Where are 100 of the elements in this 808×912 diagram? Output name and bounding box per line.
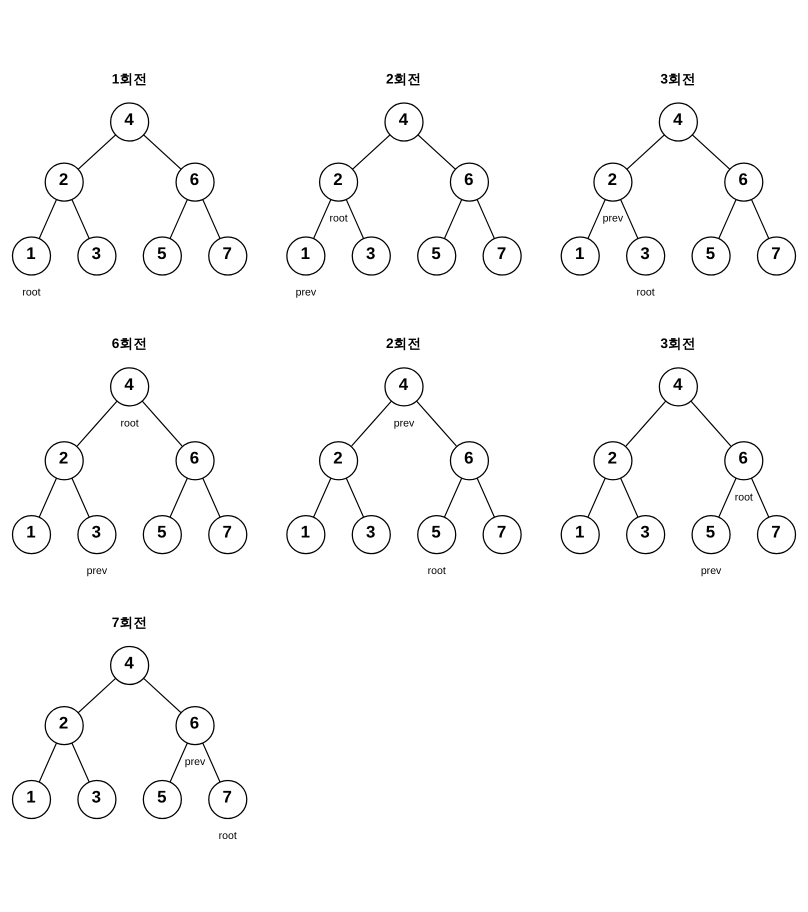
node-circle: 4 [384,366,424,406]
connector [170,478,188,517]
connector [143,134,182,170]
node-circle: 6 [175,705,215,745]
node-circle: 2 [44,440,84,480]
node-circle: 1 [12,779,52,819]
label: 7회전 [112,614,148,630]
connector [38,478,57,517]
connector [170,198,188,238]
connector [587,478,606,517]
connector [346,478,364,517]
connector [444,478,462,517]
node-label: root [428,564,446,577]
node-circle: 7 [208,779,248,819]
connector [71,478,90,517]
node-label: prev [296,286,316,298]
connector [76,400,118,446]
node-circle: 6 [175,440,215,480]
node-circle: 1 [12,236,52,276]
node-circle: 2 [318,162,358,202]
node-label: prev [394,416,414,429]
node-circle: 5 [142,514,182,554]
connector [71,742,90,782]
node-circle: 6 [724,162,764,202]
connector [346,198,364,238]
label: 1회전 [112,70,148,86]
node-circle: 1 [286,514,326,554]
connector [202,478,221,517]
connector [444,198,462,238]
connector [202,742,221,782]
connector [626,400,666,446]
label: 2회전 [386,70,422,86]
node-circle: 3 [77,236,117,276]
connector [313,478,332,517]
node-circle: 3 [77,779,117,819]
connector [142,400,182,446]
connector [751,198,770,238]
connector [313,198,332,238]
label: 3회전 [660,336,696,351]
connector [78,134,116,170]
node-circle: 5 [691,514,731,554]
node-circle: 2 [44,705,84,745]
connector [692,134,730,170]
connector [416,400,457,446]
node-circle: 2 [318,440,358,480]
node-circle: 7 [208,236,248,276]
node-circle: 6 [450,162,490,202]
label: 2회전 [386,336,422,351]
connector [751,478,770,517]
node-circle: 4 [110,366,150,406]
node-circle: 1 [560,236,600,276]
node-label: root [218,830,237,842]
node-label: prev [184,756,206,768]
node-circle: 5 [417,514,456,554]
connector [718,478,737,517]
node-circle: 1 [12,514,52,554]
node-circle: 3 [352,514,391,554]
node-label: prev [86,564,108,577]
node-circle: 4 [384,102,424,142]
node-label: root [734,490,753,503]
node-circle: 4 [658,366,698,406]
node-circle: 7 [482,514,522,554]
node-circle: 3 [77,514,117,554]
connector [626,134,665,170]
connector [202,198,221,238]
connector [143,678,182,712]
node-label: prev [700,564,722,577]
node-circle: 4 [110,645,150,685]
connector [38,198,57,238]
node-circle: 1 [560,514,600,554]
connector [587,198,606,238]
connector [352,134,390,170]
connector [170,742,188,782]
node-circle: 7 [482,236,522,276]
node-label: root [636,286,655,298]
node-circle: 3 [626,514,666,554]
node-circle: 6 [724,440,764,480]
node-circle: 7 [208,514,248,554]
node-circle: 5 [142,236,182,276]
node-circle: 4 [658,102,698,142]
connector [418,134,456,170]
connector [78,678,116,712]
label: 6회전 [112,336,148,351]
node-circle: 3 [626,236,666,276]
connector [71,198,90,238]
node-circle: 5 [142,779,182,819]
node-circle: 7 [756,236,796,276]
node-circle: 3 [352,236,391,276]
node-circle: 6 [450,440,490,480]
label: 3회전 [660,70,696,86]
connector [351,400,392,446]
node-label: root [329,212,348,224]
node-circle: 2 [593,440,633,480]
node-label: root [120,416,139,429]
node-circle: 5 [691,236,731,276]
connector [718,198,737,238]
connector [620,478,638,517]
node-circle: 5 [417,236,456,276]
node-label: prev [602,212,624,224]
node-label: root [22,286,41,298]
